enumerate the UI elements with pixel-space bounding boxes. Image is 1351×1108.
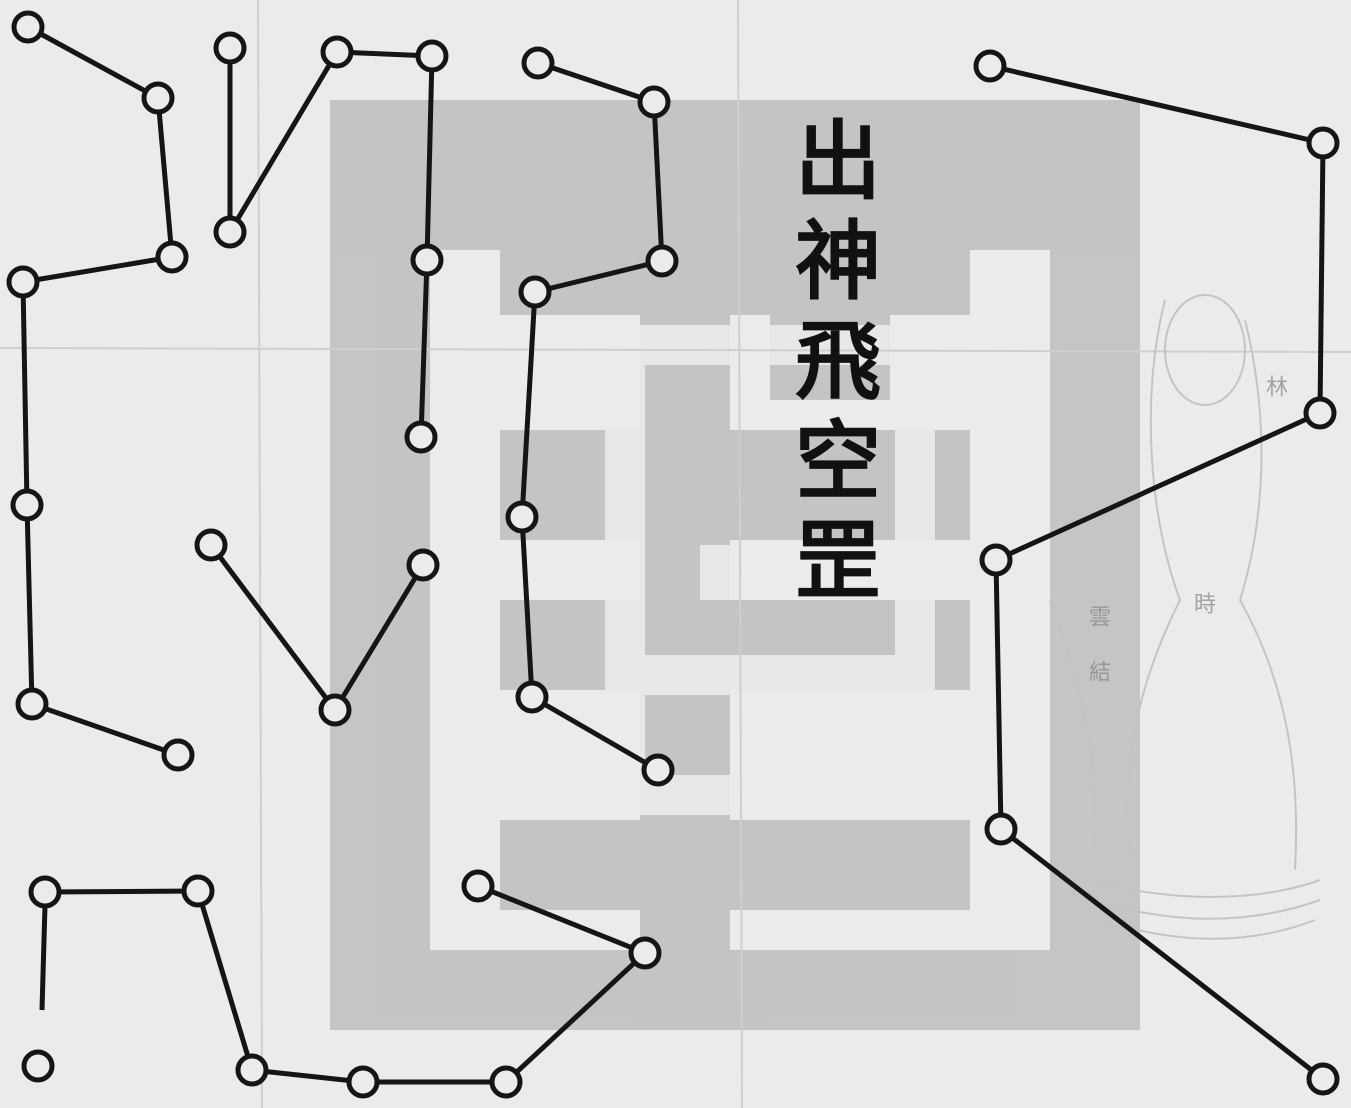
watermark-cutouts (605, 325, 935, 815)
star-dot (15, 687, 49, 721)
star-dot (645, 244, 679, 278)
title-char-1: 出 (795, 111, 881, 212)
faint-annotation-2: 時 (1190, 592, 1215, 614)
sketched-figure (1049, 294, 1321, 940)
star-dot (11, 10, 45, 44)
star-dot (320, 35, 354, 69)
title-char-2: 神 (795, 211, 881, 312)
star-figure-3 (505, 46, 679, 787)
faint-annotation-4: 結 (1085, 660, 1110, 682)
star-dot (213, 31, 247, 65)
star-dot (404, 420, 438, 454)
watermark-logo (330, 100, 1140, 1030)
connector-line (227, 48, 435, 438)
faint-annotation-1: 林 (1262, 375, 1287, 397)
star-dot (979, 543, 1013, 577)
star-figure-4 (194, 528, 440, 727)
star-dot (628, 936, 662, 970)
star-dot (1306, 126, 1340, 160)
star-dot (318, 693, 352, 727)
star-dot (181, 874, 215, 908)
connector-line (44, 883, 648, 1085)
star-dot (505, 500, 539, 534)
star-dot (10, 488, 44, 522)
star-dot (194, 528, 228, 562)
title-char-4: 空 (795, 411, 881, 512)
star-dot (641, 753, 675, 787)
star-figure-5 (973, 49, 1340, 1096)
star-figure-6 (28, 869, 662, 1099)
title-char-5: 罡 (795, 511, 881, 612)
connector-line (209, 543, 426, 713)
connector-line (20, 24, 179, 758)
star-dot (410, 243, 444, 277)
star-dot (1303, 396, 1337, 430)
star-dot (1306, 1062, 1340, 1096)
star-dot (637, 85, 671, 119)
connector-line (39, 904, 48, 1011)
star-dot (489, 1065, 523, 1099)
star-dot (235, 1053, 269, 1087)
faint-annotation-3: 雲 (1085, 605, 1110, 627)
star-dot (984, 812, 1018, 846)
talisman-title: 出 神 飛 空 罡 (782, 112, 894, 612)
star-dot (518, 275, 552, 309)
star-dot (213, 215, 247, 249)
star-dot (155, 240, 189, 274)
figures (6, 10, 1340, 1099)
star-dot (415, 39, 449, 73)
connector-line (519, 60, 665, 773)
star-dot (406, 548, 440, 582)
star-dot (515, 680, 549, 714)
star-dot (141, 81, 175, 115)
star-dot (461, 869, 495, 903)
star-dot (973, 49, 1007, 83)
star-dot (21, 1049, 55, 1083)
star-dot (28, 875, 62, 909)
star-dot (161, 738, 195, 772)
star-figure-1 (6, 10, 195, 772)
star-figure-2 (213, 31, 449, 454)
star-dot (346, 1065, 380, 1099)
star-dot (521, 46, 555, 80)
title-char-3: 飛 (795, 311, 881, 412)
connector-line (989, 63, 1326, 1081)
star-dot (6, 265, 40, 299)
